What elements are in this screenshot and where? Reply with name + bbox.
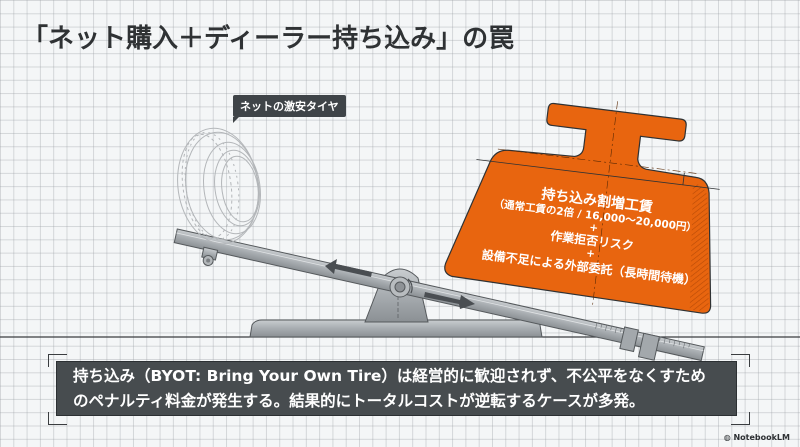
- slider-block: [619, 326, 639, 353]
- frame-corner: [731, 354, 750, 367]
- frame-corner: [731, 412, 750, 425]
- arrow-left-icon: [325, 259, 372, 277]
- tire-label: ネットの激安タイヤ: [233, 95, 346, 123]
- page-title: 「ネット購入＋ディーラー持ち込み」の罠: [22, 24, 515, 54]
- frame-corner: [48, 412, 67, 425]
- frame-corner: [48, 354, 67, 367]
- weight-block: [444, 101, 720, 314]
- tire-icon: [177, 127, 261, 245]
- notebooklm-logo: ◍ NotebookLM: [723, 433, 790, 442]
- seesaw-beam: [173, 228, 705, 362]
- slider-block: [637, 332, 660, 361]
- arrow-right-icon: [424, 292, 475, 309]
- caption-line-2: のペナルティ料金が発生する。結果的にトータルコストが逆転するケースが多発。: [73, 392, 645, 410]
- caption-box: 持ち込み（BYOT: Bring Your Own Tire）は経営的に歓迎され…: [56, 361, 737, 416]
- caption-line-1: 持ち込み（BYOT: Bring Your Own Tire）は経営的に歓迎され…: [73, 367, 706, 385]
- notebooklm-icon: ◍: [723, 433, 734, 442]
